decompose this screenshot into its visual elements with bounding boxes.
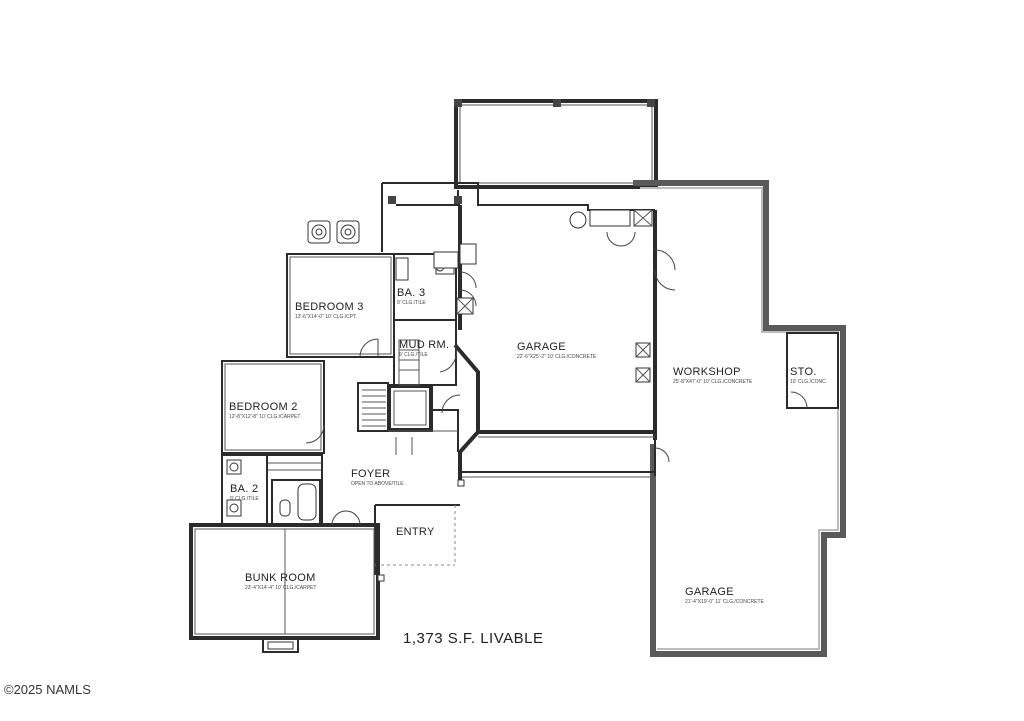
room-name-garage-main: GARAGE [517, 341, 566, 353]
room-name-garage-lower: GARAGE [685, 586, 734, 598]
room-name-sto: STO. [790, 366, 817, 378]
ac-unit-icon [336, 220, 360, 244]
room-name-entry: ENTRY [396, 526, 435, 538]
room-size-garage-main: 22'-6"X25'-2" 10' CLG./CONCRETE [517, 354, 597, 360]
ac-unit-icon [307, 220, 331, 244]
room-size-bedroom-2: 12'-8"X12'-8" 10' CLG./CARPET [229, 414, 300, 420]
room-size-ba-3: 9' CLG./TILE [397, 300, 426, 306]
room-size-ba-2: 9' CLG./TILE [230, 496, 259, 502]
room-name-bunk-room: BUNK ROOM [245, 572, 316, 584]
room-size-foyer: OPEN TO ABOVE/TILE [351, 481, 404, 487]
house-walls [189, 182, 657, 653]
stair-treads [362, 389, 386, 427]
covered-patio [388, 99, 658, 205]
room-name-workshop: WORKSHOP [673, 366, 741, 378]
fixtures [226, 209, 839, 582]
door-swings [305, 231, 808, 526]
room-name-bedroom-3: BEDROOM 3 [295, 301, 364, 313]
room-name-ba-3: BA. 3 [397, 287, 425, 299]
room-size-mud-rm: 9' CLG./TILE [399, 352, 428, 358]
room-name-mud-rm: MUD RM. [399, 339, 449, 351]
copyright-watermark: ©2025 NAMLS [4, 682, 91, 697]
room-size-workshop: 25'-8"X47'-0" 10' CLG./CONCRETE [673, 379, 753, 385]
livable-area-label: 1,373 S.F. LIVABLE [403, 630, 543, 647]
workshop-shell [633, 180, 846, 657]
room-size-garage-lower: 21'-4"X19'-0" 11' CLG./CONCRETE [685, 599, 765, 605]
room-name-foyer: FOYER [351, 468, 390, 480]
room-size-sto: 10' CLG./CONC. [790, 379, 827, 385]
room-name-ba-2: BA. 2 [230, 483, 258, 495]
room-name-bedroom-2: BEDROOM 2 [229, 401, 298, 413]
room-size-bunk-room: 23'-4"X14'-4" 10' CLG./CARPET [245, 585, 316, 591]
room-size-bedroom-3: 13'-6"X14'-0" 10' CLG./CPT. [295, 314, 357, 320]
